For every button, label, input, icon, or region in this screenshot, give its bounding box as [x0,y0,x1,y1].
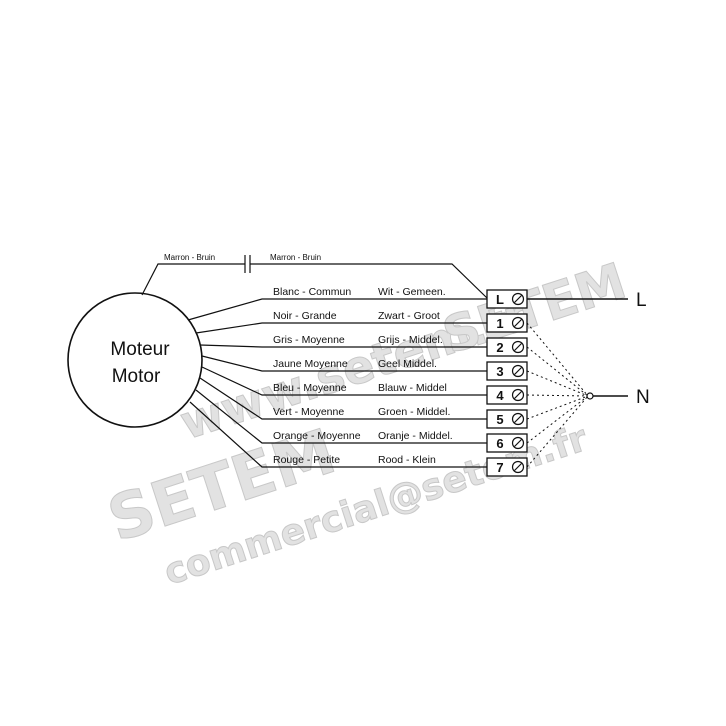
wire-label-nl-1: Zwart - Groot [378,310,440,322]
motor-circle [67,292,203,428]
terminal-3: 3 [486,361,528,381]
capacitor-label-right: Marron - Bruin [270,253,321,262]
wire-label-fr-4: Bleu - Moyenne [273,382,347,394]
terminal-screw-slot-2 [514,343,522,351]
terminal-label-6: 6 [496,436,503,451]
terminal-5: 5 [486,409,528,429]
terminal-1: 1 [486,313,528,333]
neutral-link-5 [526,395,589,420]
neutral-dotted-links [526,322,589,468]
wire-label-fr-7: Rouge - Petite [273,454,340,466]
wire-terminal-7 [189,401,487,468]
wire-label-nl-2: Grijs - Middel. [378,334,443,346]
wire-label-nl-6: Oranje - Middel. [378,430,453,442]
terminal-label-2: 2 [496,340,503,355]
neutral-link-3 [526,370,589,397]
neutral-junction [586,392,594,400]
motor-wires: Blanc - Commun Wit - Gemeen. Noir - Grande… [187,286,487,468]
wire-label-fr-2: Gris - Moyenne [273,334,345,346]
watermark-brand-right: SETEM [436,252,633,365]
capacitor-label-left: Marron - Bruin [164,253,215,262]
wire-label-fr-1: Noir - Grande [273,310,337,322]
wire-label-fr-6: Orange - Moyenne [273,430,361,442]
wire-terminal-4 [201,366,487,396]
motor-label-nl: Motor [112,366,161,387]
motor-label-fr: Moteur [110,339,170,360]
terminal-label-3: 3 [496,364,503,379]
wire-terminal-1 [195,322,487,334]
wire-label-nl-l: Wit - Gemeen. [378,286,446,298]
terminal-screw-slot-1 [514,319,522,327]
wire-terminal-l [187,298,487,321]
terminal-screw-slot-5 [514,415,522,423]
watermark: www.setem.fr SETEM SETEM commercial@sete… [99,251,634,594]
terminal-screw-slot-6 [514,439,522,447]
neutral-supply-label: N [636,387,650,408]
terminal-label-7: 7 [496,460,503,475]
terminal-screw-slot-7 [514,463,522,471]
line-supply-label: L [636,290,647,311]
terminal-l: L [486,289,528,309]
wire-terminal-3 [201,355,487,372]
terminal-screw-slot-l [514,295,522,303]
neutral-link-4 [526,394,589,397]
wire-terminal-2 [199,344,487,348]
wire-label-nl-4: Blauw - Middel [378,382,447,394]
wire-label-fr-3: Jaune Moyenne [273,358,348,370]
terminal-label-5: 5 [496,412,503,427]
terminal-label-1: 1 [496,316,503,331]
terminal-2: 2 [486,337,528,357]
wire-terminal-6 [195,389,487,444]
terminal-4: 4 [486,385,528,405]
neutral-link-1 [526,322,589,397]
terminal-7: 7 [486,457,528,477]
terminal-label-l: L [496,292,504,307]
wire-label-fr-l: Blanc - Commun [273,286,351,298]
terminal-6: 6 [486,433,528,453]
wire-label-nl-7: Rood - Klein [378,454,436,466]
neutral-link-7 [526,395,589,468]
capacitor-wire-right [250,263,488,299]
neutral-link-2 [526,346,589,397]
wire-label-nl-5: Groen - Middel. [378,406,450,418]
terminal-block: L 1 2 3 4 5 6 7 [486,289,528,477]
capacitor-wire-left [141,263,245,296]
capacitor-branch [141,255,488,299]
wire-terminal-5 [199,377,487,420]
terminal-label-4: 4 [496,388,504,403]
wire-label-fr-5: Vert - Moyenne [273,406,344,418]
wire-label-nl-3: Geel Middel. [378,358,437,370]
terminal-screw-slot-4 [514,391,522,399]
terminal-screw-slot-3 [514,367,522,375]
